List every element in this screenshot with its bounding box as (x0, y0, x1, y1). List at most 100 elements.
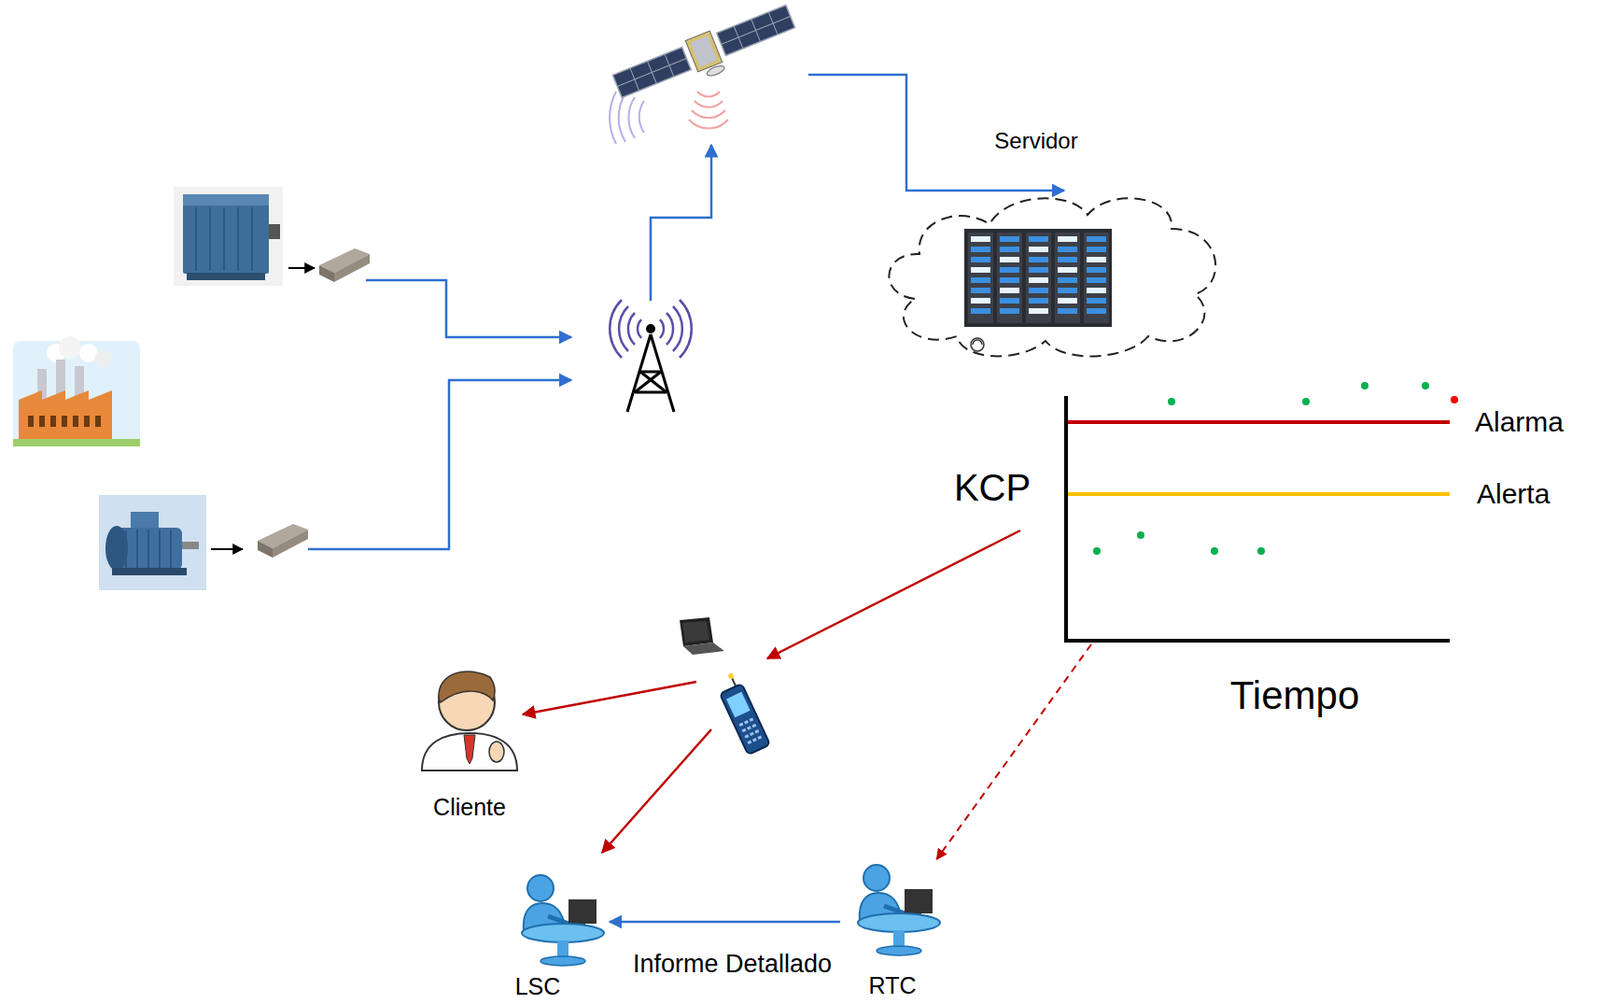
kcp-chart-plot (1093, 381, 1430, 555)
satellite-illustration (721, 16, 791, 45)
cloud-outline (888, 197, 1216, 356)
client-person-icon (421, 671, 518, 771)
phone-icon (731, 677, 736, 687)
satellite-illustration (705, 63, 727, 78)
cloud-outline (1086, 236, 1107, 242)
factory-illustration (39, 415, 45, 427)
kcp-chart-plot (1136, 531, 1145, 539)
cloud-outline (970, 277, 991, 283)
connector-arrow (937, 644, 1092, 859)
cloud-outline (1028, 236, 1049, 242)
cloud-outline (1028, 246, 1049, 253)
laptop-icon (679, 617, 714, 646)
motor-illustration (169, 529, 172, 568)
cloud-outline (877, 186, 1225, 360)
phone-icon (719, 683, 771, 755)
cloud-outline (964, 228, 1112, 327)
satellite-illustration (685, 30, 722, 72)
sensor-device (257, 540, 273, 558)
person-label-holder: RTC (869, 971, 917, 999)
phone-icon (744, 733, 750, 738)
sensor-device (319, 265, 335, 282)
cloud-outline (999, 266, 1020, 273)
cloud-outline (968, 232, 994, 323)
factory-illustration (72, 415, 79, 427)
client-node: Cliente (418, 668, 521, 772)
satellite-illustration (609, 0, 800, 144)
satellite-illustration (611, 0, 801, 112)
antenna-tower (666, 312, 674, 345)
factory-illustration (50, 415, 57, 427)
factory-illustration (18, 390, 113, 439)
cloud-outline (999, 246, 1020, 253)
kcp-chart: KCPTiempo (942, 392, 1457, 645)
antenna-tower (628, 312, 635, 345)
data-link (308, 379, 572, 549)
cloud-outline (1086, 308, 1107, 314)
motor-illustration (130, 511, 159, 529)
factory-illustration (95, 415, 101, 427)
antenna-tower (645, 323, 656, 334)
factory-illustration (94, 350, 112, 367)
cloud-outline (1086, 246, 1107, 253)
antenna-tower (673, 306, 683, 351)
satellite-illustration (612, 46, 691, 98)
factory-illustration (61, 415, 68, 427)
cloud-outline (1057, 277, 1078, 283)
motor-illustration (136, 529, 139, 568)
operator-icon (876, 945, 922, 955)
phone-icon (742, 728, 747, 732)
cloud-outline (970, 256, 991, 263)
phone-icon (746, 725, 752, 730)
satellite-illustration (628, 97, 635, 139)
antenna-tower (609, 299, 692, 412)
operator-icon (521, 923, 604, 942)
cloud-outline (972, 339, 983, 345)
motor-illustration (158, 529, 161, 568)
operator-icon (527, 874, 554, 901)
kcp-chart-plot (1064, 638, 1450, 643)
motor-illustration (195, 207, 197, 271)
sensor-device (319, 248, 370, 282)
sensor-device (257, 523, 309, 558)
kcp-chart-plot (1421, 381, 1430, 390)
cloud-outline (1057, 256, 1078, 263)
motor-illustration (98, 494, 207, 590)
motor-illustration (112, 567, 187, 576)
axis-label-holder: Tiempo (1230, 673, 1361, 718)
kcp-chart-plot (1066, 491, 1450, 496)
kcp-chart-plot (1167, 397, 1176, 406)
kcp-chart-plot (1093, 547, 1101, 555)
phone-icon (751, 723, 757, 728)
factory-illustration (58, 336, 82, 359)
antenna-tower (640, 371, 667, 393)
factory-illustration (13, 340, 141, 446)
server-label-holder: Servidor (994, 127, 1078, 155)
cloud-outline (1025, 232, 1052, 323)
cloud-outline (1028, 277, 1049, 283)
phone-icon (726, 691, 751, 718)
cloud-outline (970, 308, 991, 314)
threshold-label-holder: Alerta (1476, 477, 1550, 511)
factory-illustration (13, 336, 141, 447)
cloud-outline (1057, 297, 1078, 304)
motor-illustration (173, 186, 283, 286)
cloud-outline (1028, 266, 1049, 273)
factory-illustration (28, 415, 34, 427)
cloud-outline (1086, 297, 1107, 304)
phone-icon (727, 672, 735, 680)
cloud-outline (970, 337, 984, 351)
cloud-outline (1028, 287, 1049, 294)
edge-label-holder: Informe Detallado (630, 949, 835, 979)
laptop-icon (679, 617, 725, 655)
operator-icon (904, 888, 933, 913)
motor-illustration (98, 494, 207, 590)
motor-illustration (268, 224, 281, 239)
kcp-chart-plot (1361, 381, 1369, 390)
edge-label: Informe Detallado (630, 949, 835, 979)
person-label-holder: Cliente (433, 793, 506, 821)
antenna-tower (618, 306, 629, 351)
rtc-node: RTC (840, 858, 948, 957)
